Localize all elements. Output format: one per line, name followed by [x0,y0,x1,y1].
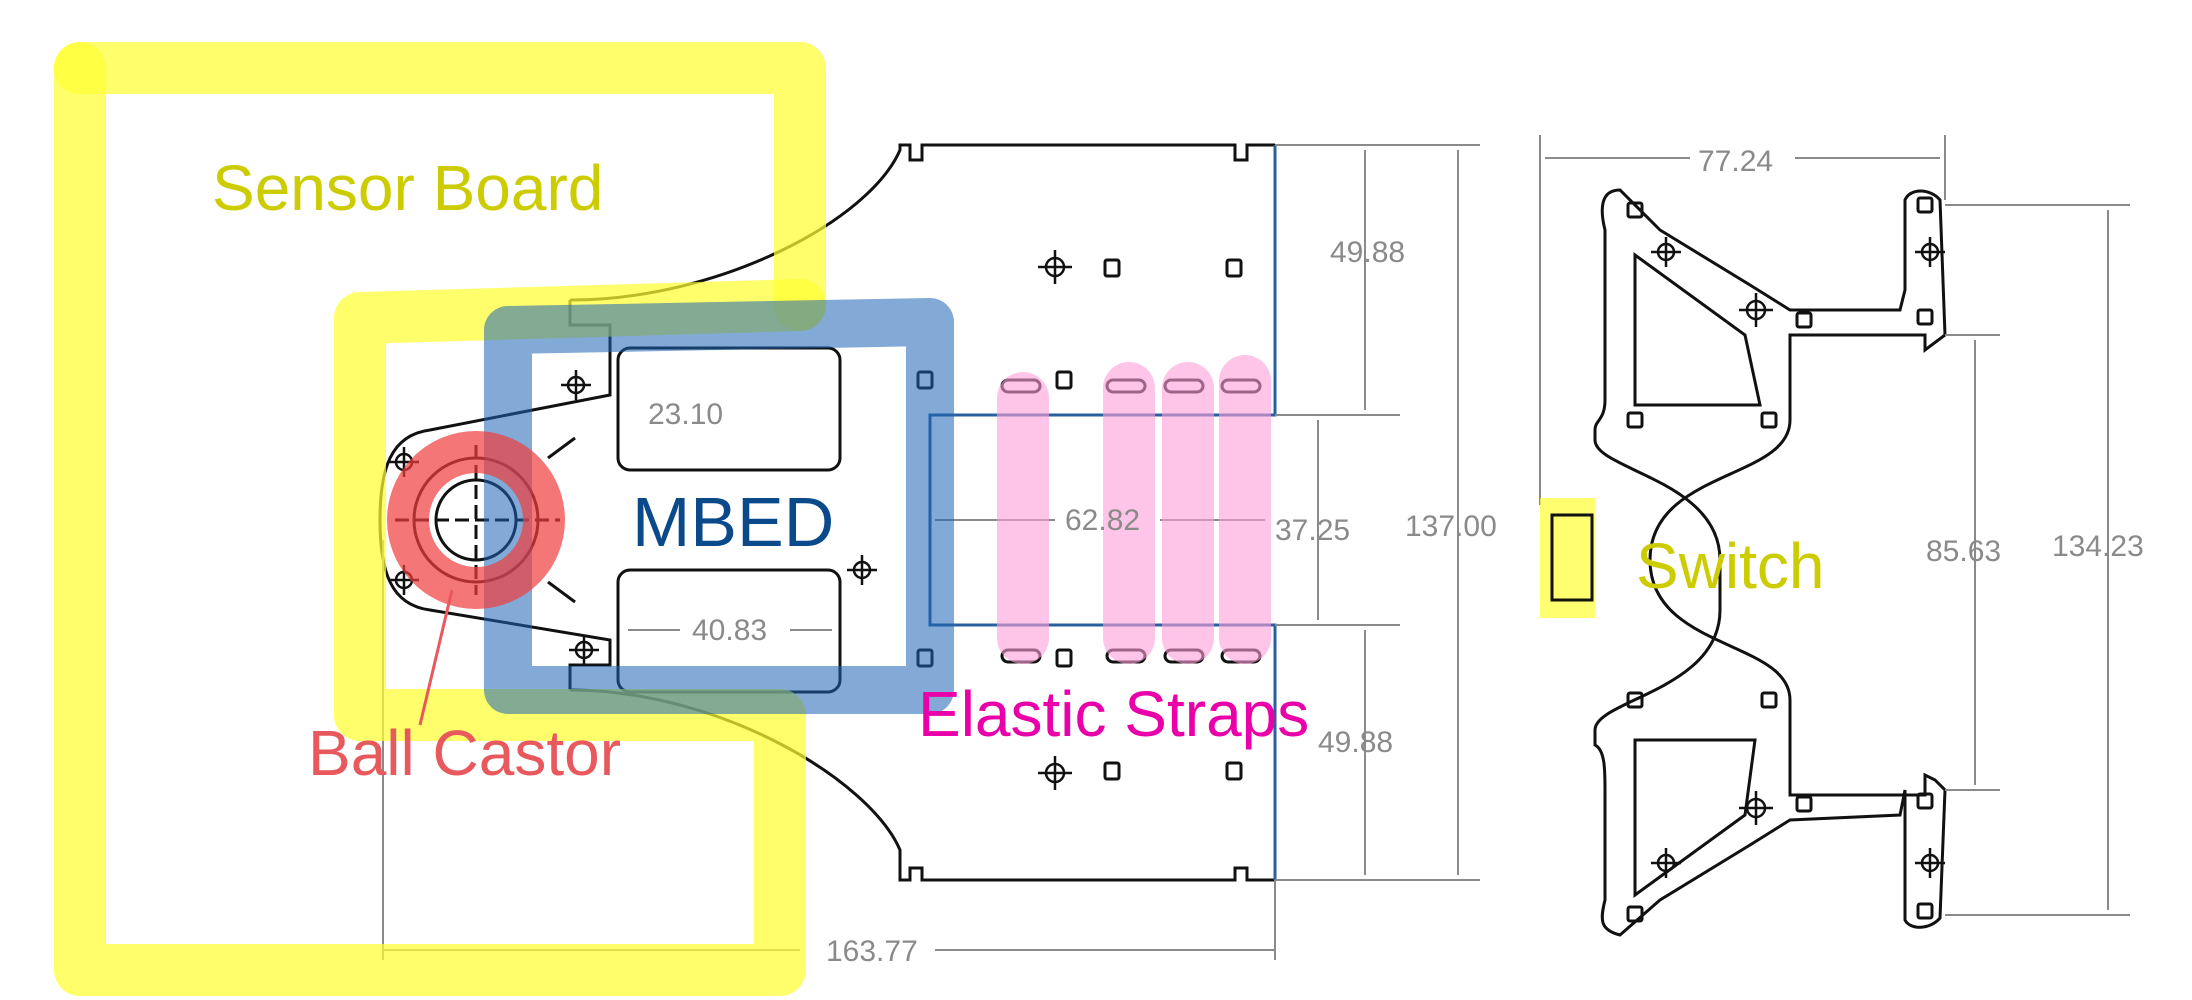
elastic-strap [997,372,1049,664]
dim-slot-width: 40.83 [692,614,767,647]
label-switch: Switch [1636,530,1825,602]
label-sensor-board: Sensor Board [212,152,603,224]
label-ball-castor: Ball Castor [308,717,621,789]
sensor-board-highlight [54,42,826,996]
label-mbed: MBED [632,483,834,561]
dim-switch-inner-height: 85.63 [1926,535,2001,568]
ball-castor-leader-line [418,589,454,726]
elastic-straps-highlight [997,355,1271,664]
dim-bottom-tab-height: 49.88 [1318,726,1393,759]
switch-body [1550,513,1594,602]
dim-switch-total-height: 134.23 [2052,530,2144,563]
dim-slot-height: 23.10 [648,398,723,431]
dim-top-tab-height: 49.88 [1330,236,1405,269]
ball-castor-highlight [387,431,565,609]
dim-total-height: 137.00 [1405,510,1497,543]
dim-total-length: 163.77 [826,935,918,968]
dim-center-height: 37.25 [1275,514,1350,547]
switch-highlight [1540,498,1595,618]
dim-switch-width: 77.24 [1698,145,1773,178]
elastic-strap [1103,362,1155,664]
elastic-strap [1162,362,1214,664]
switch-dimension-lines [1539,135,2130,916]
dim-center-width: 62.82 [1065,504,1140,537]
switch-bracket-outline [1550,188,1947,937]
label-elastic-straps: Elastic Straps [918,678,1309,750]
elastic-strap [1219,355,1271,664]
